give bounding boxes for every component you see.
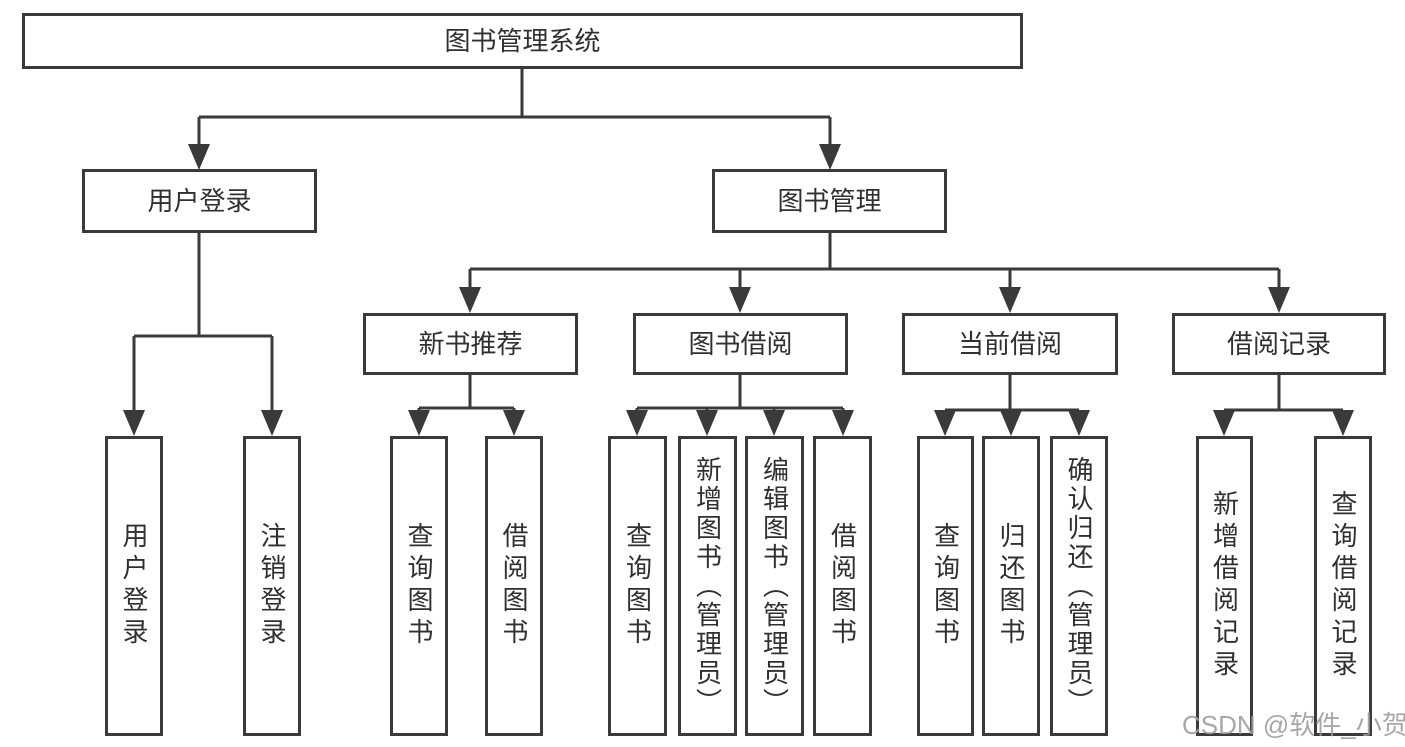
node-current-borrow: 当前借阅 xyxy=(902,313,1118,375)
node-label: 新增图书（管理员） xyxy=(692,455,723,717)
leaf-query-books-current: 查询图书 xyxy=(917,436,974,736)
node-user-login: 用户登录 xyxy=(82,169,317,233)
leaf-confirm-return-admin: 确认归还（管理员） xyxy=(1050,436,1108,736)
leaf-edit-book-admin: 编辑图书（管理员） xyxy=(745,436,804,736)
leaf-logout: 注销登录 xyxy=(243,436,301,736)
node-label: 新书推荐 xyxy=(418,329,523,359)
node-label: 图书借阅 xyxy=(688,329,793,359)
node-label: 用户登录 xyxy=(147,186,252,216)
node-label: 确认归还（管理员） xyxy=(1064,455,1094,717)
node-new-book-recommend: 新书推荐 xyxy=(363,313,578,375)
leaf-add-book-admin: 新增图书（管理员） xyxy=(678,436,737,736)
node-book-management: 图书管理 xyxy=(712,169,947,233)
node-label: 注销登录 xyxy=(257,522,287,650)
arrowhead-icons xyxy=(123,144,1354,436)
node-label: 查询借阅记录 xyxy=(1328,490,1358,682)
node-borrow-records: 借阅记录 xyxy=(1172,313,1386,375)
node-label: 图书管理 xyxy=(777,186,882,216)
node-label: 查询图书 xyxy=(404,522,434,650)
leaf-query-books-recommend: 查询图书 xyxy=(390,436,448,736)
leaf-user-login: 用户登录 xyxy=(105,436,163,736)
leaf-borrow-books-recommend: 借阅图书 xyxy=(485,436,543,736)
watermark-csdn: CSDN @软件_小贺同学 xyxy=(1182,710,1405,740)
node-book-borrow: 图书借阅 xyxy=(633,313,848,375)
leaf-query-books-borrow: 查询图书 xyxy=(608,436,667,736)
leaf-add-borrow-record: 新增借阅记录 xyxy=(1196,436,1253,736)
node-label: 借阅图书 xyxy=(827,522,858,650)
node-library-system: 图书管理系统 xyxy=(22,13,1023,69)
leaf-return-book: 归还图书 xyxy=(982,436,1040,736)
node-label: 用户登录 xyxy=(119,522,149,650)
node-label: 借阅记录 xyxy=(1226,329,1331,359)
node-label: 编辑图书（管理员） xyxy=(759,455,790,717)
node-label: 归还图书 xyxy=(996,522,1026,650)
leaf-borrow-books-borrow: 借阅图书 xyxy=(813,436,872,736)
node-label: 借阅图书 xyxy=(499,522,529,650)
node-label: 新增借阅记录 xyxy=(1209,490,1240,682)
node-label: 当前借阅 xyxy=(957,329,1062,359)
node-label: 图书管理系统 xyxy=(444,26,601,56)
node-label: 查询图书 xyxy=(930,522,961,650)
leaf-query-borrow-record: 查询借阅记录 xyxy=(1314,436,1372,736)
node-label: 查询图书 xyxy=(622,522,653,650)
